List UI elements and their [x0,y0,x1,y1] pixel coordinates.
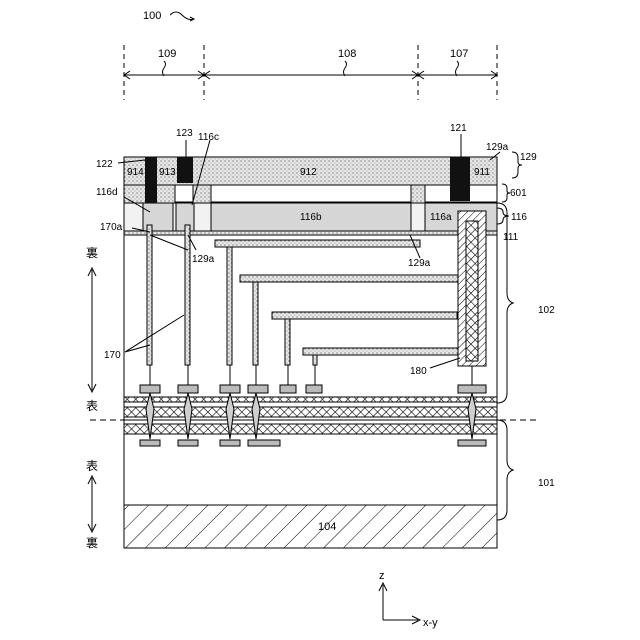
via-170a [147,225,152,365]
label-116b: 116b [300,212,322,223]
label-104: 104 [318,521,336,533]
side-label-back-bottom: 裏 [86,535,98,550]
label-101: 101 [538,478,555,489]
region-dimensions [124,45,497,100]
label-601: 601 [510,188,527,199]
side-label-back-top: 裏 [86,245,98,260]
pad-123 [177,157,193,183]
axis-xy-label: x-y [423,617,438,629]
pad-122 [145,157,157,203]
label-911: 911 [474,167,490,178]
label-116: 116 [511,212,527,223]
bond-layer-lower [124,424,497,434]
label-129a-left: 129a [192,254,215,265]
side-label-front-top: 表 [86,399,98,413]
region-label-109: 109 [158,48,176,60]
label-129: 129 [520,152,537,163]
region-label-108: 108 [338,48,356,60]
label-912: 912 [300,167,317,178]
label-116a: 116a [430,212,452,223]
label-170: 170 [104,350,121,361]
layer-104 [124,505,497,548]
label-913: 913 [159,167,176,178]
label-122: 122 [96,159,113,170]
label-123: 123 [176,128,193,139]
label-129a-mid: 129a [408,258,431,269]
label-116d: 116d [96,187,118,198]
figure-ref-label: 100 [143,10,161,22]
axis-z-label: z [379,570,385,582]
side-label-front-bottom: 表 [86,459,98,473]
figure-ref-squiggle [170,12,194,20]
label-102: 102 [538,305,555,316]
bond-layer-top [124,397,497,402]
label-116c: 116c [198,132,219,143]
layer-111 [124,231,497,235]
pad-121 [450,157,470,201]
opening-108 [211,185,411,202]
label-121: 121 [450,123,467,134]
label-914: 914 [127,167,144,178]
via-170 [185,225,190,365]
label-129a-top: 129a [486,142,509,153]
label-180: 180 [410,366,427,377]
label-170a: 170a [100,222,123,233]
region-label-107: 107 [450,48,468,60]
label-111: 111 [503,232,519,243]
bond-layer-mid [124,407,497,417]
axis-indicator [379,583,420,624]
